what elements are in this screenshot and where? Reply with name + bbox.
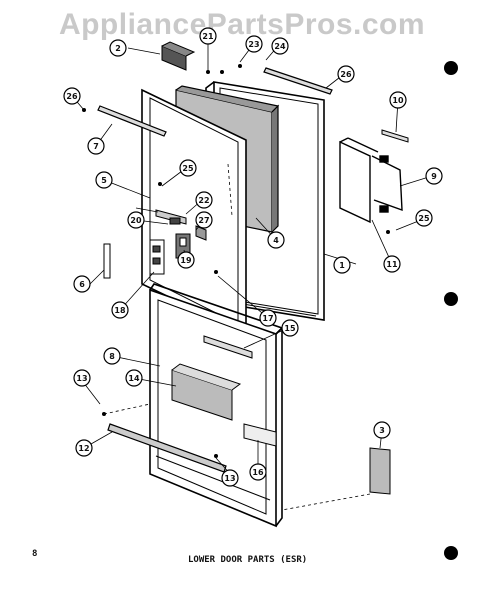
callout-number: 26	[66, 92, 78, 101]
diagram-title: LOWER DOOR PARTS (ESR)	[188, 555, 307, 565]
callout-number: 20	[130, 216, 142, 225]
callout-number: 2	[115, 44, 121, 53]
callout-number: 11	[386, 260, 398, 269]
callout-number: 3	[379, 426, 385, 435]
binder-hole-bottom	[444, 546, 458, 560]
callout-number: 13	[224, 474, 235, 483]
part-gasket-strip	[369, 447, 391, 495]
callout-circle	[373, 421, 391, 439]
callout-circle	[95, 171, 113, 189]
callout-number: 18	[114, 306, 126, 315]
callout-circle	[271, 37, 289, 55]
callout-circle	[195, 211, 213, 229]
callout-circle	[111, 301, 129, 319]
callout-number: 27	[198, 216, 209, 225]
part-shelf-rail	[203, 335, 253, 359]
callout-number: 25	[418, 214, 430, 223]
callout-circle	[73, 369, 91, 387]
callout-circle	[425, 167, 443, 185]
callout-circle	[259, 309, 277, 327]
callout-number: 19	[180, 256, 192, 265]
callout-circle	[63, 87, 81, 105]
callout-number: 1	[339, 261, 345, 270]
part-handle-trim	[381, 129, 409, 143]
watermark: AppliancePartsPros.com	[58, 8, 426, 41]
callout-circle	[249, 463, 267, 481]
callout-circle	[415, 209, 433, 227]
part-bin-bracket	[243, 423, 277, 447]
guide-lines	[103, 163, 371, 511]
callout-number: 9	[431, 172, 437, 181]
part-top-trim	[263, 67, 333, 95]
callout-number: 25	[182, 164, 194, 173]
page-number: 8	[32, 549, 37, 559]
callout-circle	[245, 35, 263, 53]
callout-number: 5	[101, 176, 107, 185]
callout-circle	[195, 191, 213, 209]
callout-number: 12	[78, 444, 89, 453]
callout-number: 26	[340, 70, 352, 79]
callout-number: 14	[128, 374, 140, 383]
callout-number: 15	[284, 324, 296, 333]
callout-circle	[73, 275, 91, 293]
callout-circle	[179, 159, 197, 177]
binder-hole-top	[444, 61, 458, 75]
callout-circle	[125, 369, 143, 387]
callout-circle	[389, 91, 407, 109]
part-side-gasket	[103, 243, 111, 279]
callout-number: 13	[76, 374, 87, 383]
binder-hole-middle	[444, 292, 458, 306]
callout-number: 17	[262, 314, 273, 323]
callout-number: 10	[392, 96, 404, 105]
part-bracket	[155, 209, 187, 225]
part-door-shelf	[171, 363, 242, 421]
callout-number: 8	[109, 352, 115, 361]
part-door-handle	[339, 137, 403, 224]
callout-circle	[281, 319, 299, 337]
callout-circle	[109, 39, 127, 57]
part-side-trim	[97, 105, 167, 137]
callout-circle	[75, 439, 93, 457]
callout-circle	[103, 347, 121, 365]
callout-circle	[87, 137, 105, 155]
callout-number: 22	[198, 196, 209, 205]
callout-circle	[383, 255, 401, 273]
callout-circle	[267, 231, 285, 249]
callout-number: 23	[248, 40, 259, 49]
callout-circle	[199, 27, 217, 45]
callout-number: 24	[274, 42, 286, 51]
callout-number: 7	[93, 142, 99, 151]
callout-circle	[333, 256, 351, 274]
callout-number: 16	[252, 468, 264, 477]
callout-number: 6	[79, 280, 85, 289]
callout-circle	[221, 469, 239, 487]
part-switch-panel	[149, 239, 165, 275]
callout-circle	[337, 65, 355, 83]
callout-circle	[177, 251, 195, 269]
part-hinge-cap	[161, 41, 196, 71]
callout-circle	[127, 211, 145, 229]
callout-number: 21	[202, 32, 214, 41]
callout-number: 4	[273, 236, 279, 245]
